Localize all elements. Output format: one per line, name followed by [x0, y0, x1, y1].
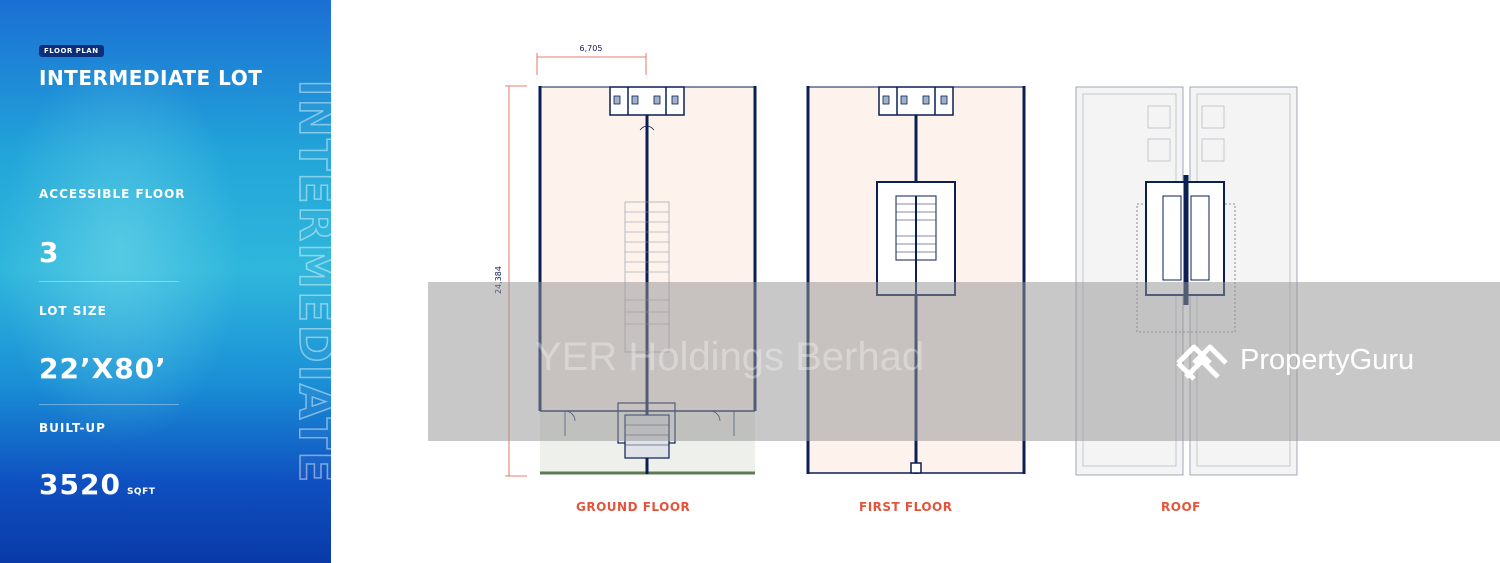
built-up-unit: SQFT [126, 487, 156, 497]
floor-plan-badge: FLOOR PLAN [39, 45, 104, 57]
first-floor-stair-core [876, 181, 956, 296]
watermark-band [428, 282, 1500, 441]
lot-size-label: LOT SIZE [39, 304, 107, 318]
accessible-floor-label: ACCESSIBLE FLOOR [39, 187, 186, 201]
width-dimension [536, 53, 647, 75]
width-dimension-label: 6,705 [580, 44, 603, 53]
built-up-label: BUILT-UP [39, 421, 106, 435]
lot-title: INTERMEDIATE LOT [39, 66, 263, 90]
propertyguru-brand-text: PropertyGuru [1240, 344, 1415, 376]
length-dimension-label: 24,384 [494, 266, 503, 294]
divider [39, 281, 179, 282]
info-panel: INTERMEDIATE FLOOR PLAN INTERMEDIATE LOT… [0, 0, 331, 563]
ground-floor-label: GROUND FLOOR [576, 500, 691, 514]
propertyguru-logo-icon [1176, 344, 1228, 381]
first-floor-label: FIRST FLOOR [859, 500, 953, 514]
toilet-block [609, 86, 685, 131]
roof-label: ROOF [1161, 500, 1201, 514]
developer-watermark: YER Holdings Berhad [535, 335, 925, 379]
toilet-block [878, 86, 954, 116]
accessible-floor-value: 3 [39, 236, 60, 269]
lot-size-value: 22’X80’ [39, 352, 167, 385]
divider [39, 404, 179, 405]
